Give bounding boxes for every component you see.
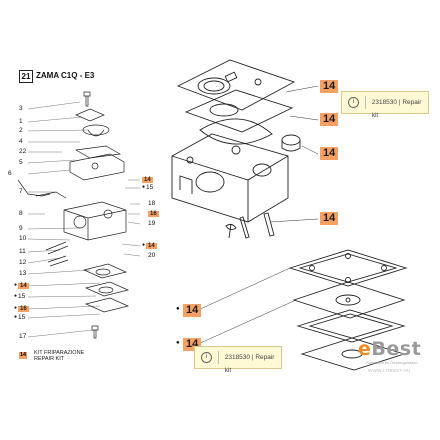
- page-number: 21: [19, 70, 33, 83]
- kit-legend-tag: 14: [19, 352, 28, 359]
- left-label: 13: [19, 270, 27, 277]
- left-label: 6: [8, 170, 12, 177]
- mid-label: 14: [142, 177, 153, 183]
- lobest-logo: eBest: [358, 338, 421, 360]
- top-plate: [176, 59, 296, 111]
- left-label: 12: [19, 259, 27, 266]
- left-label: 8: [19, 210, 23, 217]
- mid-label: 19: [148, 220, 156, 227]
- repair-kit-callout[interactable]: i 2318530 | Repair kit: [194, 346, 282, 374]
- kit-legend-line: KIT FRIPARAZIONE: [34, 350, 85, 356]
- part-tag-14[interactable]: 14: [183, 304, 202, 317]
- callout-text: 2318530 | Repair kit: [364, 96, 428, 119]
- mid-label: 15: [142, 184, 153, 192]
- left-label: 2: [19, 127, 23, 134]
- left-label: 1: [19, 118, 23, 125]
- part-tag-14[interactable]: 14: [320, 147, 339, 160]
- bottom-gasket-2: [296, 309, 406, 343]
- bottom-right-exploded-view: [288, 249, 408, 371]
- mid-label: 14: [142, 242, 157, 250]
- left-label: 7: [19, 188, 23, 195]
- tag-pointers: [195, 85, 319, 346]
- mid-label: 20: [148, 252, 156, 259]
- left-label: 11: [19, 248, 26, 255]
- logo-subtitle: Szerszám és Gépforgalmazó: [366, 360, 418, 365]
- left-label: 3: [19, 105, 23, 112]
- left-exploded-view: [17, 91, 141, 339]
- left-label: 15: [14, 293, 25, 301]
- info-icon: i: [348, 97, 359, 108]
- bullet-dot: ●: [176, 306, 180, 312]
- bottom-gasket-1: [288, 249, 408, 287]
- left-label: 14: [14, 282, 29, 290]
- left-label: 22: [19, 148, 27, 155]
- part-tag-14[interactable]: 14: [320, 212, 339, 225]
- bottom-cover: [300, 337, 406, 371]
- part-tag-14[interactable]: 14: [320, 80, 339, 93]
- mid-label: 16: [148, 211, 159, 217]
- callout-text: 2318530 | Repair kit: [217, 351, 281, 374]
- top-right-exploded-view: [171, 59, 301, 239]
- left-label: 16: [14, 305, 29, 313]
- kit-legend-text: KIT FRIPARAZIONE REPAIR KIT: [34, 350, 84, 362]
- bottom-diaphragm: [292, 281, 406, 319]
- left-label: 9: [19, 225, 23, 232]
- left-label: 17: [19, 333, 27, 340]
- left-label: 4: [19, 138, 23, 145]
- mid-label: 18: [148, 200, 156, 207]
- part-tag-14[interactable]: 14: [320, 113, 339, 126]
- repair-kit-callout[interactable]: i 2318530 | Repair kit: [341, 91, 429, 119]
- left-label: 5: [19, 159, 23, 166]
- logo-url: WWW.LOBEST.HU: [368, 368, 411, 373]
- top-diaphragm: [184, 89, 294, 133]
- bullet-dot: ●: [176, 340, 180, 346]
- info-icon: i: [201, 352, 212, 363]
- left-label: 15: [14, 314, 25, 322]
- left-label: 10: [19, 235, 27, 242]
- top-carb-body: [171, 133, 289, 223]
- page-title: ZAMA C1Q - E3: [36, 71, 95, 80]
- leader-lines: [27, 101, 141, 338]
- logo-name: Best: [371, 338, 422, 360]
- logo-prefix: e: [358, 338, 372, 360]
- kit-legend-line: REPAIR KIT: [34, 356, 65, 362]
